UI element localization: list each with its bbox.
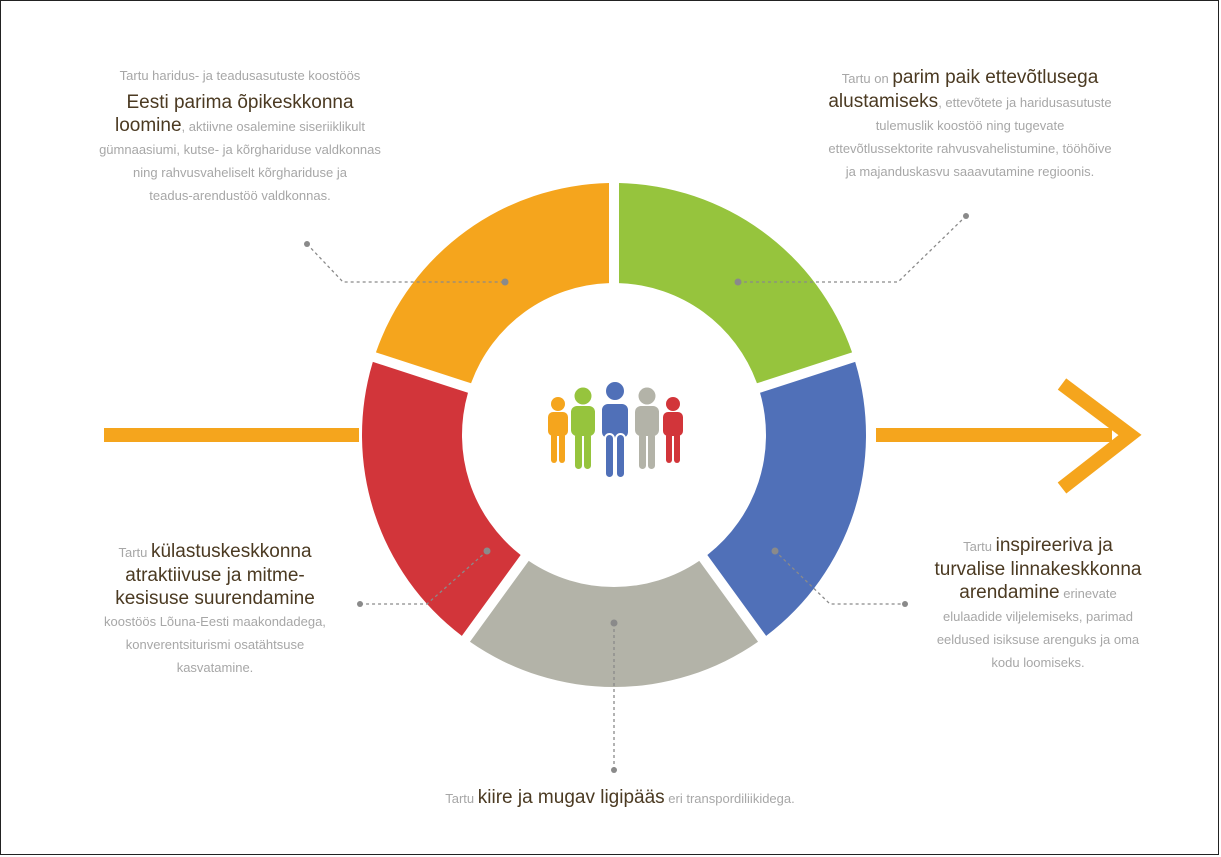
right-rest-2: eeldused isiksuse arenguks ja oma <box>936 632 1140 647</box>
top-right-rest-1: , ettevõtete ja haridusasutuste <box>938 95 1112 110</box>
top-right-rest-4: ja majanduskasvu saaavutamine regioonis. <box>845 164 1095 179</box>
leader-lines <box>306 215 967 770</box>
top-right-rest-2: tulemuslik koostöö ning tugevate <box>875 118 1065 133</box>
left-line-1: Tartu külastuskeskkonna <box>60 540 370 564</box>
right-intro: Tartu <box>963 539 996 554</box>
person-green-icon <box>571 387 595 469</box>
left-arrow-shaft <box>104 428 359 442</box>
left-highlight-2: atraktiivuse ja mitme- <box>125 565 305 586</box>
top-left-rest-1: , aktiivne osalemine siseriiklikult <box>181 119 366 134</box>
left-rest-3: kasvatamine. <box>176 660 254 675</box>
top-right-highlight-1: parim paik ettevõtlusega <box>892 67 1099 88</box>
person-gray-icon <box>635 387 659 469</box>
right-line-1: Tartu inspireeriva ja <box>888 534 1188 558</box>
bottom-rest: eri transpordiliikidega. <box>664 791 795 806</box>
person-red-icon <box>663 397 683 463</box>
top-left-rest-3: ning rahvusvaheliselt kõrghariduse ja <box>133 165 347 180</box>
text-block-top-right: Tartu on parim paik ettevõtlusega alusta… <box>780 66 1160 183</box>
top-right-intro: Tartu on <box>841 71 893 86</box>
top-left-rest-2: gümnaasiumi, kutse- ja kõrghariduse vald… <box>99 142 381 157</box>
left-rest-1: koostöös Lõuna-Eesti maakondadega, <box>104 614 326 629</box>
text-block-left: Tartu külastuskeskkonna atraktiivuse ja … <box>60 540 370 679</box>
top-left-intro: Tartu haridus- ja teadusasutuste koostöö… <box>119 68 361 83</box>
people-group-icon <box>548 380 683 479</box>
left-rest-2: konverentsiturismi osatähtsuse <box>125 637 305 652</box>
segment-blue <box>707 361 866 636</box>
text-block-top-left: Tartu haridus- ja teadusasutuste koostöö… <box>90 64 390 207</box>
segment-orange <box>375 183 610 384</box>
top-left-highlight-1: Eesti parima õpikeskkonna <box>126 92 354 113</box>
person-orange-icon <box>548 397 568 463</box>
right-highlight-3: arendamine <box>959 582 1060 603</box>
leader-dots <box>304 213 969 773</box>
right-rest-1: elulaadide viljelemiseks, parimad <box>942 609 1134 624</box>
bottom-intro: Tartu <box>445 791 478 806</box>
bottom-highlight: kiire ja mugav ligipääs <box>477 787 665 808</box>
leader-blue <box>774 550 905 605</box>
right-highlight-2: turvalise linnakeskkonna <box>934 559 1142 580</box>
top-left-line-2: loomine, aktiivne osalemine siseriikliku… <box>90 114 390 138</box>
text-block-right: Tartu inspireeriva ja turvalise linnakes… <box>888 534 1188 674</box>
left-intro: Tartu <box>118 545 151 560</box>
right-highlight-1: inspireeriva ja <box>995 535 1113 556</box>
right-rest-0: erinevate <box>1059 586 1117 601</box>
segment-red <box>361 361 521 636</box>
top-right-rest-3: ettevõtlussektorite rahvusvahelistumine,… <box>828 141 1112 156</box>
person-blue-icon <box>600 380 630 479</box>
left-highlight-3: kesisuse suurendamine <box>115 588 315 609</box>
top-right-line-2: alustamiseks, ettevõtete ja haridusasutu… <box>780 90 1160 114</box>
top-right-highlight-2: alustamiseks <box>828 91 939 112</box>
left-highlight-1: külastuskeskkonna <box>150 541 312 562</box>
ring-segments <box>361 183 866 687</box>
leader-green <box>738 215 967 283</box>
leader-red <box>360 550 488 605</box>
text-block-bottom: Tartu kiire ja mugav ligipääs eri transp… <box>360 786 880 810</box>
top-left-rest-4: teadus-arendustöö valdkonnas. <box>149 188 331 203</box>
right-arrow <box>876 378 1142 494</box>
right-line-3: arendamine erinevate <box>888 581 1188 605</box>
top-right-line-1: Tartu on parim paik ettevõtlusega <box>780 66 1160 90</box>
top-left-highlight-2: loomine <box>114 115 182 136</box>
right-rest-3: kodu loomiseks. <box>991 655 1085 670</box>
